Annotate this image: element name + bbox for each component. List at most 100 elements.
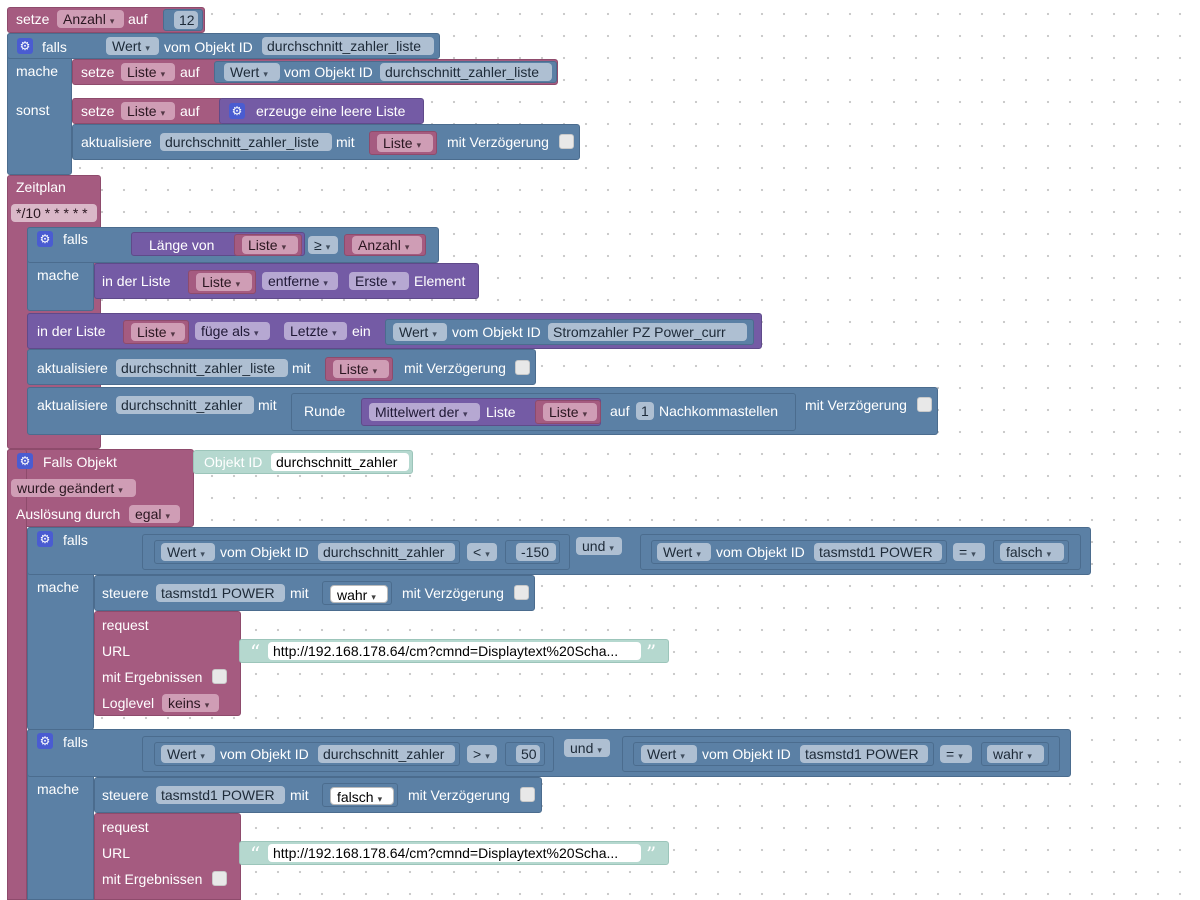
variable-dropdown-liste[interactable]: Liste▾ xyxy=(242,236,298,254)
list-label: Liste xyxy=(486,404,516,420)
object-id-field[interactable]: durchschnitt_zahler xyxy=(116,396,254,414)
logic-operator-dropdown[interactable]: und▾ xyxy=(564,739,610,757)
delay-label: mit Verzögerung xyxy=(404,360,506,376)
dropdown-arrow-icon: ▾ xyxy=(372,366,378,376)
dropdown-arrow-icon: ▾ xyxy=(371,592,376,602)
value-dropdown[interactable]: Wert▾ xyxy=(161,543,215,561)
variable-dropdown-liste[interactable]: Liste▾ xyxy=(543,403,597,421)
dropdown-arrow-icon: ▾ xyxy=(165,511,170,521)
value-dropdown[interactable]: Wert▾ xyxy=(224,63,280,81)
compare-operator-dropdown[interactable]: ≥▾ xyxy=(308,236,338,254)
dropdown-arrow-icon: ▾ xyxy=(463,409,468,419)
object-id-field[interactable]: tasmstd1 POWER xyxy=(156,786,285,804)
gear-icon[interactable]: ⚙ xyxy=(37,231,53,247)
gear-icon[interactable]: ⚙ xyxy=(229,103,245,119)
object-id-field[interactable]: Stromzahler PZ Power_curr xyxy=(548,323,747,341)
value-dropdown[interactable]: Wert▾ xyxy=(641,745,697,763)
object-id-label: vom Objekt ID xyxy=(220,544,309,560)
value-dropdown[interactable]: Wert▾ xyxy=(657,543,711,561)
url-field[interactable]: http://192.168.178.64/cm?cmnd=Displaytex… xyxy=(268,642,641,660)
to-keyword: auf xyxy=(180,64,200,80)
object-id-field[interactable]: durchschnitt_zahler_liste xyxy=(380,63,552,81)
results-checkbox[interactable] xyxy=(212,871,227,886)
gear-icon[interactable]: ⚙ xyxy=(37,733,53,749)
boolean-dropdown[interactable]: wahr▾ xyxy=(987,745,1044,763)
with-keyword: mit xyxy=(258,397,277,413)
variable-dropdown-liste[interactable]: Liste▾ xyxy=(333,360,389,378)
delay-checkbox[interactable] xyxy=(520,787,535,802)
remove-mode-dropdown[interactable]: entferne▾ xyxy=(262,272,338,290)
variable-dropdown-liste[interactable]: Liste▾ xyxy=(196,273,252,291)
delay-checkbox[interactable] xyxy=(515,360,530,375)
value-dropdown[interactable]: Wert▾ xyxy=(106,37,159,55)
dropdown-arrow-icon: ▾ xyxy=(582,409,588,419)
object-id-field[interactable]: durchschnitt_zahler_liste xyxy=(116,359,288,377)
variable-dropdown-liste[interactable]: Liste▾ xyxy=(131,323,185,341)
dropdown-arrow-icon: ▾ xyxy=(170,329,176,339)
dropdown-arrow-icon: ▾ xyxy=(696,549,701,559)
delay-label: mit Verzögerung xyxy=(447,134,549,150)
value-dropdown[interactable]: Wert▾ xyxy=(393,323,447,341)
position-dropdown[interactable]: Erste▾ xyxy=(349,272,409,290)
number-field-12[interactable]: 12 xyxy=(174,11,198,29)
gear-icon[interactable]: ⚙ xyxy=(37,531,53,547)
variable-dropdown-liste[interactable]: Liste▾ xyxy=(377,134,433,152)
decimals-field[interactable]: 1 xyxy=(636,402,654,420)
variable-dropdown-liste[interactable]: Liste▾ xyxy=(121,102,175,120)
object-id-field[interactable]: tasmstd1 POWER xyxy=(814,543,942,561)
gear-icon[interactable]: ⚙ xyxy=(17,38,33,54)
dropdown-arrow-icon: ▾ xyxy=(597,745,602,755)
cron-field[interactable]: */10 * * * * * xyxy=(11,204,97,222)
compare-operator-dropdown[interactable]: =▾ xyxy=(940,745,972,763)
object-id-field[interactable]: durchschnitt_zahler_liste xyxy=(160,133,332,151)
trigger-source-dropdown[interactable]: egal▾ xyxy=(129,505,180,523)
boolean-dropdown[interactable]: falsch▾ xyxy=(1000,543,1064,561)
object-id-field[interactable]: durchschnitt_zahler xyxy=(318,745,455,763)
compare-operator-dropdown[interactable]: <▾ xyxy=(467,543,497,561)
object-id-field[interactable]: durchschnitt_zahler xyxy=(318,543,455,561)
object-id-field[interactable]: durchschnitt_zahler xyxy=(271,453,409,471)
compare-operator-dropdown[interactable]: =▾ xyxy=(953,543,985,561)
aggregate-dropdown[interactable]: Mittelwert der▾ xyxy=(369,403,480,421)
dropdown-arrow-icon: ▾ xyxy=(281,242,287,252)
object-id-field[interactable]: durchschnitt_zahler_liste xyxy=(262,37,434,55)
with-results-label: mit Ergebnissen xyxy=(102,871,203,887)
do-keyword: mache xyxy=(16,63,59,79)
results-checkbox[interactable] xyxy=(212,669,227,684)
create-empty-list-block[interactable] xyxy=(219,98,424,124)
trigger-source-label: Auslösung durch xyxy=(16,506,121,522)
boolean-dropdown[interactable]: falsch▾ xyxy=(330,787,394,805)
do-keyword: mache xyxy=(37,267,80,283)
gear-icon[interactable]: ⚙ xyxy=(17,453,33,469)
variable-dropdown-anzahl[interactable]: Anzahl▾ xyxy=(352,236,422,254)
create-empty-list-label: erzeuge eine leere Liste xyxy=(256,103,406,119)
set-keyword: setze xyxy=(81,64,115,80)
object-id-field[interactable]: tasmstd1 POWER xyxy=(800,745,928,763)
variable-dropdown-anzahl[interactable]: Anzahl▾ xyxy=(57,10,124,28)
dropdown-arrow-icon: ▾ xyxy=(958,751,963,761)
quote-close-icon: ” xyxy=(646,640,657,664)
number-field[interactable]: -150 xyxy=(516,543,556,561)
compare-operator-dropdown[interactable]: >▾ xyxy=(467,745,497,763)
value-dropdown[interactable]: Wert▾ xyxy=(161,745,215,763)
url-field[interactable]: http://192.168.178.64/cm?cmnd=Displaytex… xyxy=(268,844,641,862)
delay-checkbox[interactable] xyxy=(917,397,932,412)
position-dropdown[interactable]: Letzte▾ xyxy=(284,322,347,340)
number-field[interactable]: 50 xyxy=(516,745,540,763)
logic-operator-dropdown[interactable]: und▾ xyxy=(576,537,622,555)
variable-dropdown-liste[interactable]: Liste▾ xyxy=(121,63,175,81)
dropdown-arrow-icon: ▾ xyxy=(118,485,123,495)
with-keyword: mit xyxy=(292,360,311,376)
delay-checkbox[interactable] xyxy=(514,585,529,600)
with-keyword: mit xyxy=(290,787,309,803)
in-keyword: ein xyxy=(352,323,371,339)
on-object-title: Falls Objekt xyxy=(43,454,117,470)
boolean-dropdown[interactable]: wahr▾ xyxy=(330,585,388,603)
trigger-type-dropdown[interactable]: wurde geändert▾ xyxy=(11,479,136,497)
object-id-field[interactable]: tasmstd1 POWER xyxy=(156,584,285,602)
delay-checkbox[interactable] xyxy=(559,134,574,149)
loglevel-dropdown[interactable]: keins▾ xyxy=(162,694,219,712)
insert-mode-dropdown[interactable]: füge als▾ xyxy=(195,322,270,340)
dropdown-arrow-icon: ▾ xyxy=(145,43,150,53)
with-results-label: mit Ergebnissen xyxy=(102,669,203,685)
